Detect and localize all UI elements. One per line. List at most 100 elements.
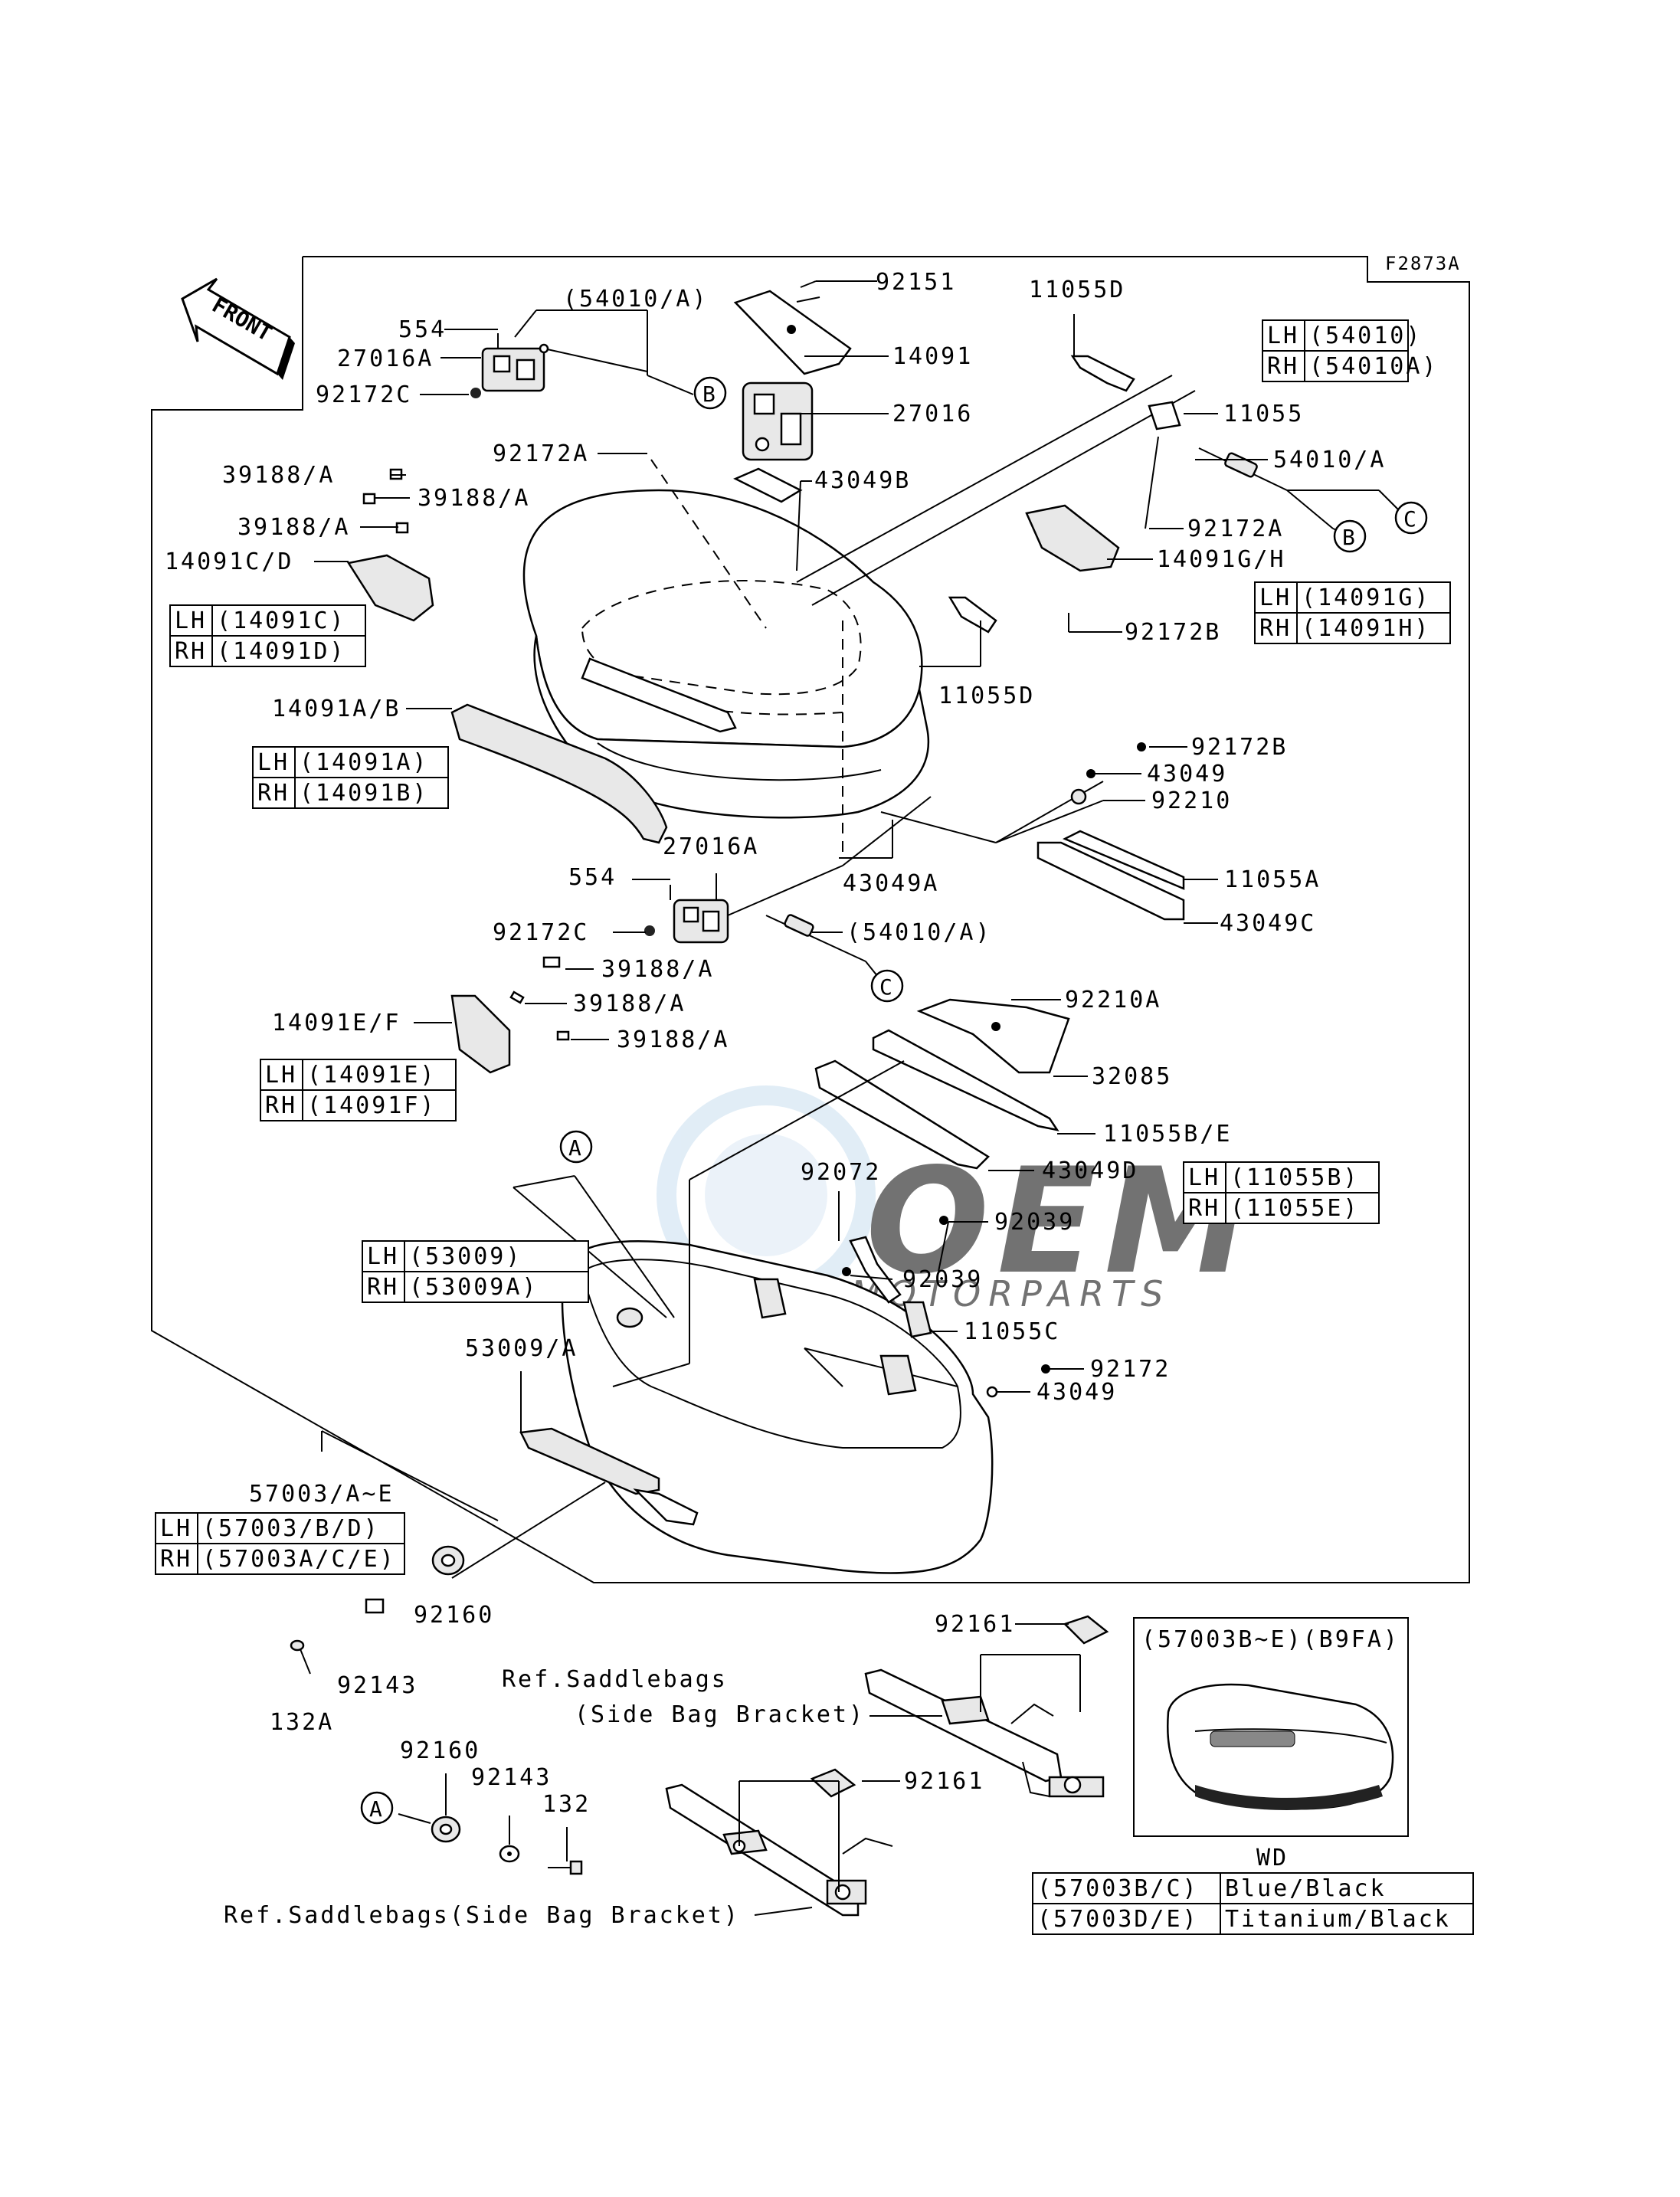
label-39188a-2: 39188/A [418,485,530,512]
table-cell [252,777,296,809]
table-54010: LH(54010)RH(54010A) [1262,319,1439,382]
table-14091ab: LH(14091A)RH(14091B) [252,746,449,809]
side-bag-bracket-1 [864,1615,1109,1798]
label-554-mid: 554 [568,864,617,891]
table-cell-text: RH [1188,1195,1220,1222]
label-132a: 132A [270,1709,334,1736]
washer-43049 [986,1386,998,1398]
saddlebag-body [561,1240,994,1574]
inset-box [1133,1617,1409,1837]
label-11055: 11055 [1223,401,1304,427]
table-cell [155,1543,198,1575]
screw-92039-2 [842,1267,851,1276]
bolt-132a [290,1639,305,1652]
hinge-92072 [849,1236,902,1304]
screw-92172 [1041,1364,1050,1374]
table-cell-text: (57003D/E) [1037,1906,1199,1933]
label-14091gh: 14091G/H [1157,546,1286,573]
label-92210a: 92210A [1065,987,1161,1013]
label-14091ab: 14091A/B [272,696,401,722]
table-cell [1220,1872,1474,1904]
table-cell [252,746,296,778]
table-cell [211,604,366,637]
table-cell [1262,319,1305,352]
table-cell [302,1059,457,1091]
table-cell-text: Titanium/Black [1225,1906,1451,1933]
gasket-43049b [733,467,803,503]
table-cell [1304,350,1409,382]
table-cell-text: (57003/B/D) [202,1515,380,1542]
label-57003ae: 57003/A~E [249,1481,395,1508]
strap-11055a [1036,841,1185,921]
table-cell [362,1240,405,1272]
front-arrow-icon: FRONT [181,277,295,380]
callout-b-top: B [693,376,727,410]
table-cell [404,1271,589,1303]
table-cell-text: (14091F) [307,1092,437,1119]
table-cell-text: (57003B/C) [1037,1875,1199,1902]
label-92160-1: 92160 [414,1602,494,1629]
cover-14091cd [346,554,434,622]
table-cell [1220,1903,1474,1935]
watermark-tagline: MOTORPARTS [850,1273,1171,1315]
label-14091: 14091 [892,343,973,370]
label-43049d: 43049D [1042,1157,1138,1184]
label-53009a: 53009/A [465,1335,578,1362]
label-32085: 32085 [1092,1063,1172,1090]
leader-lines [314,280,1399,1916]
label-11055a: 11055A [1224,866,1321,893]
table-14091ef: LH(14091E)RH(14091F) [260,1059,457,1121]
table-cell-text: LH [175,607,207,634]
cover-14091gh [1025,504,1120,572]
table-cell-text: RH [175,638,207,665]
label-92210: 92210 [1151,787,1232,814]
svg-text:C: C [879,974,892,1000]
emblem-39188a-6 [556,1030,570,1041]
screw-92039-1 [939,1216,948,1225]
table-cell-text: (54010) [1309,323,1422,349]
table-14091gh: LH(14091G)RH(14091H) [1254,581,1451,644]
label-54010a-mid: (54010/A) [847,919,992,946]
callout-c-right: C [1394,501,1428,535]
svg-text:B: B [702,381,716,407]
bracket-11055 [1148,401,1181,431]
variant-tables: LH(54010)RH(54010A)LH(14091C)RH(14091D)L… [155,319,1474,1935]
table-cell-text: (14091D) [217,638,346,665]
bracket-53009a [519,1427,660,1495]
table-cell-text: RH [265,1092,297,1119]
bracket-11055d-top [1070,355,1135,392]
label-92172a-right: 92172A [1187,516,1284,542]
table-cell [302,1089,457,1121]
table-cell-text: (53009) [409,1243,522,1270]
latch-bag-inner [753,1278,787,1319]
strap-43049c [1063,830,1185,890]
label-92072: 92072 [801,1159,881,1186]
label-92143-2: 92143 [471,1764,552,1791]
table-cell-text: (54010A) [1309,353,1439,380]
label-54010a-top: (54010/A) [563,286,709,313]
label-39188a-4: 39188/A [601,956,714,983]
label-39188a-1: 39188/A [222,462,335,489]
table-cell [1262,350,1305,382]
table-cell-text: (53009A) [409,1274,539,1301]
callout-c-mid: C [870,969,904,1003]
diagram-boundary [151,256,1470,1583]
collar-92143 [365,1598,385,1614]
label-43049-1: 43049 [1147,761,1227,787]
strap-43049d [814,1059,990,1170]
table-53009: LH(53009)RH(53009A) [362,1240,589,1303]
table-57003: LH(57003/B/D)RH(57003A/C/E) [155,1512,405,1575]
table-14091cd: LH (14091C) RH (14091D) [169,604,366,667]
svg-text:A: A [369,1796,382,1822]
table-cell [294,777,449,809]
table-cell-text: (14091C) [217,607,346,634]
emblem-39188a-3 [395,522,409,534]
label-132: 132 [542,1791,591,1818]
label-27016a-top: 27016A [337,345,434,372]
cover-14091ef [450,994,511,1074]
table-cell-text: LH [265,1062,297,1089]
label-43049c: 43049C [1220,910,1316,937]
label-14091ef: 14091E/F [272,1010,401,1036]
label-92151: 92151 [876,269,956,296]
label-14091cd: 14091C/D [165,548,294,575]
